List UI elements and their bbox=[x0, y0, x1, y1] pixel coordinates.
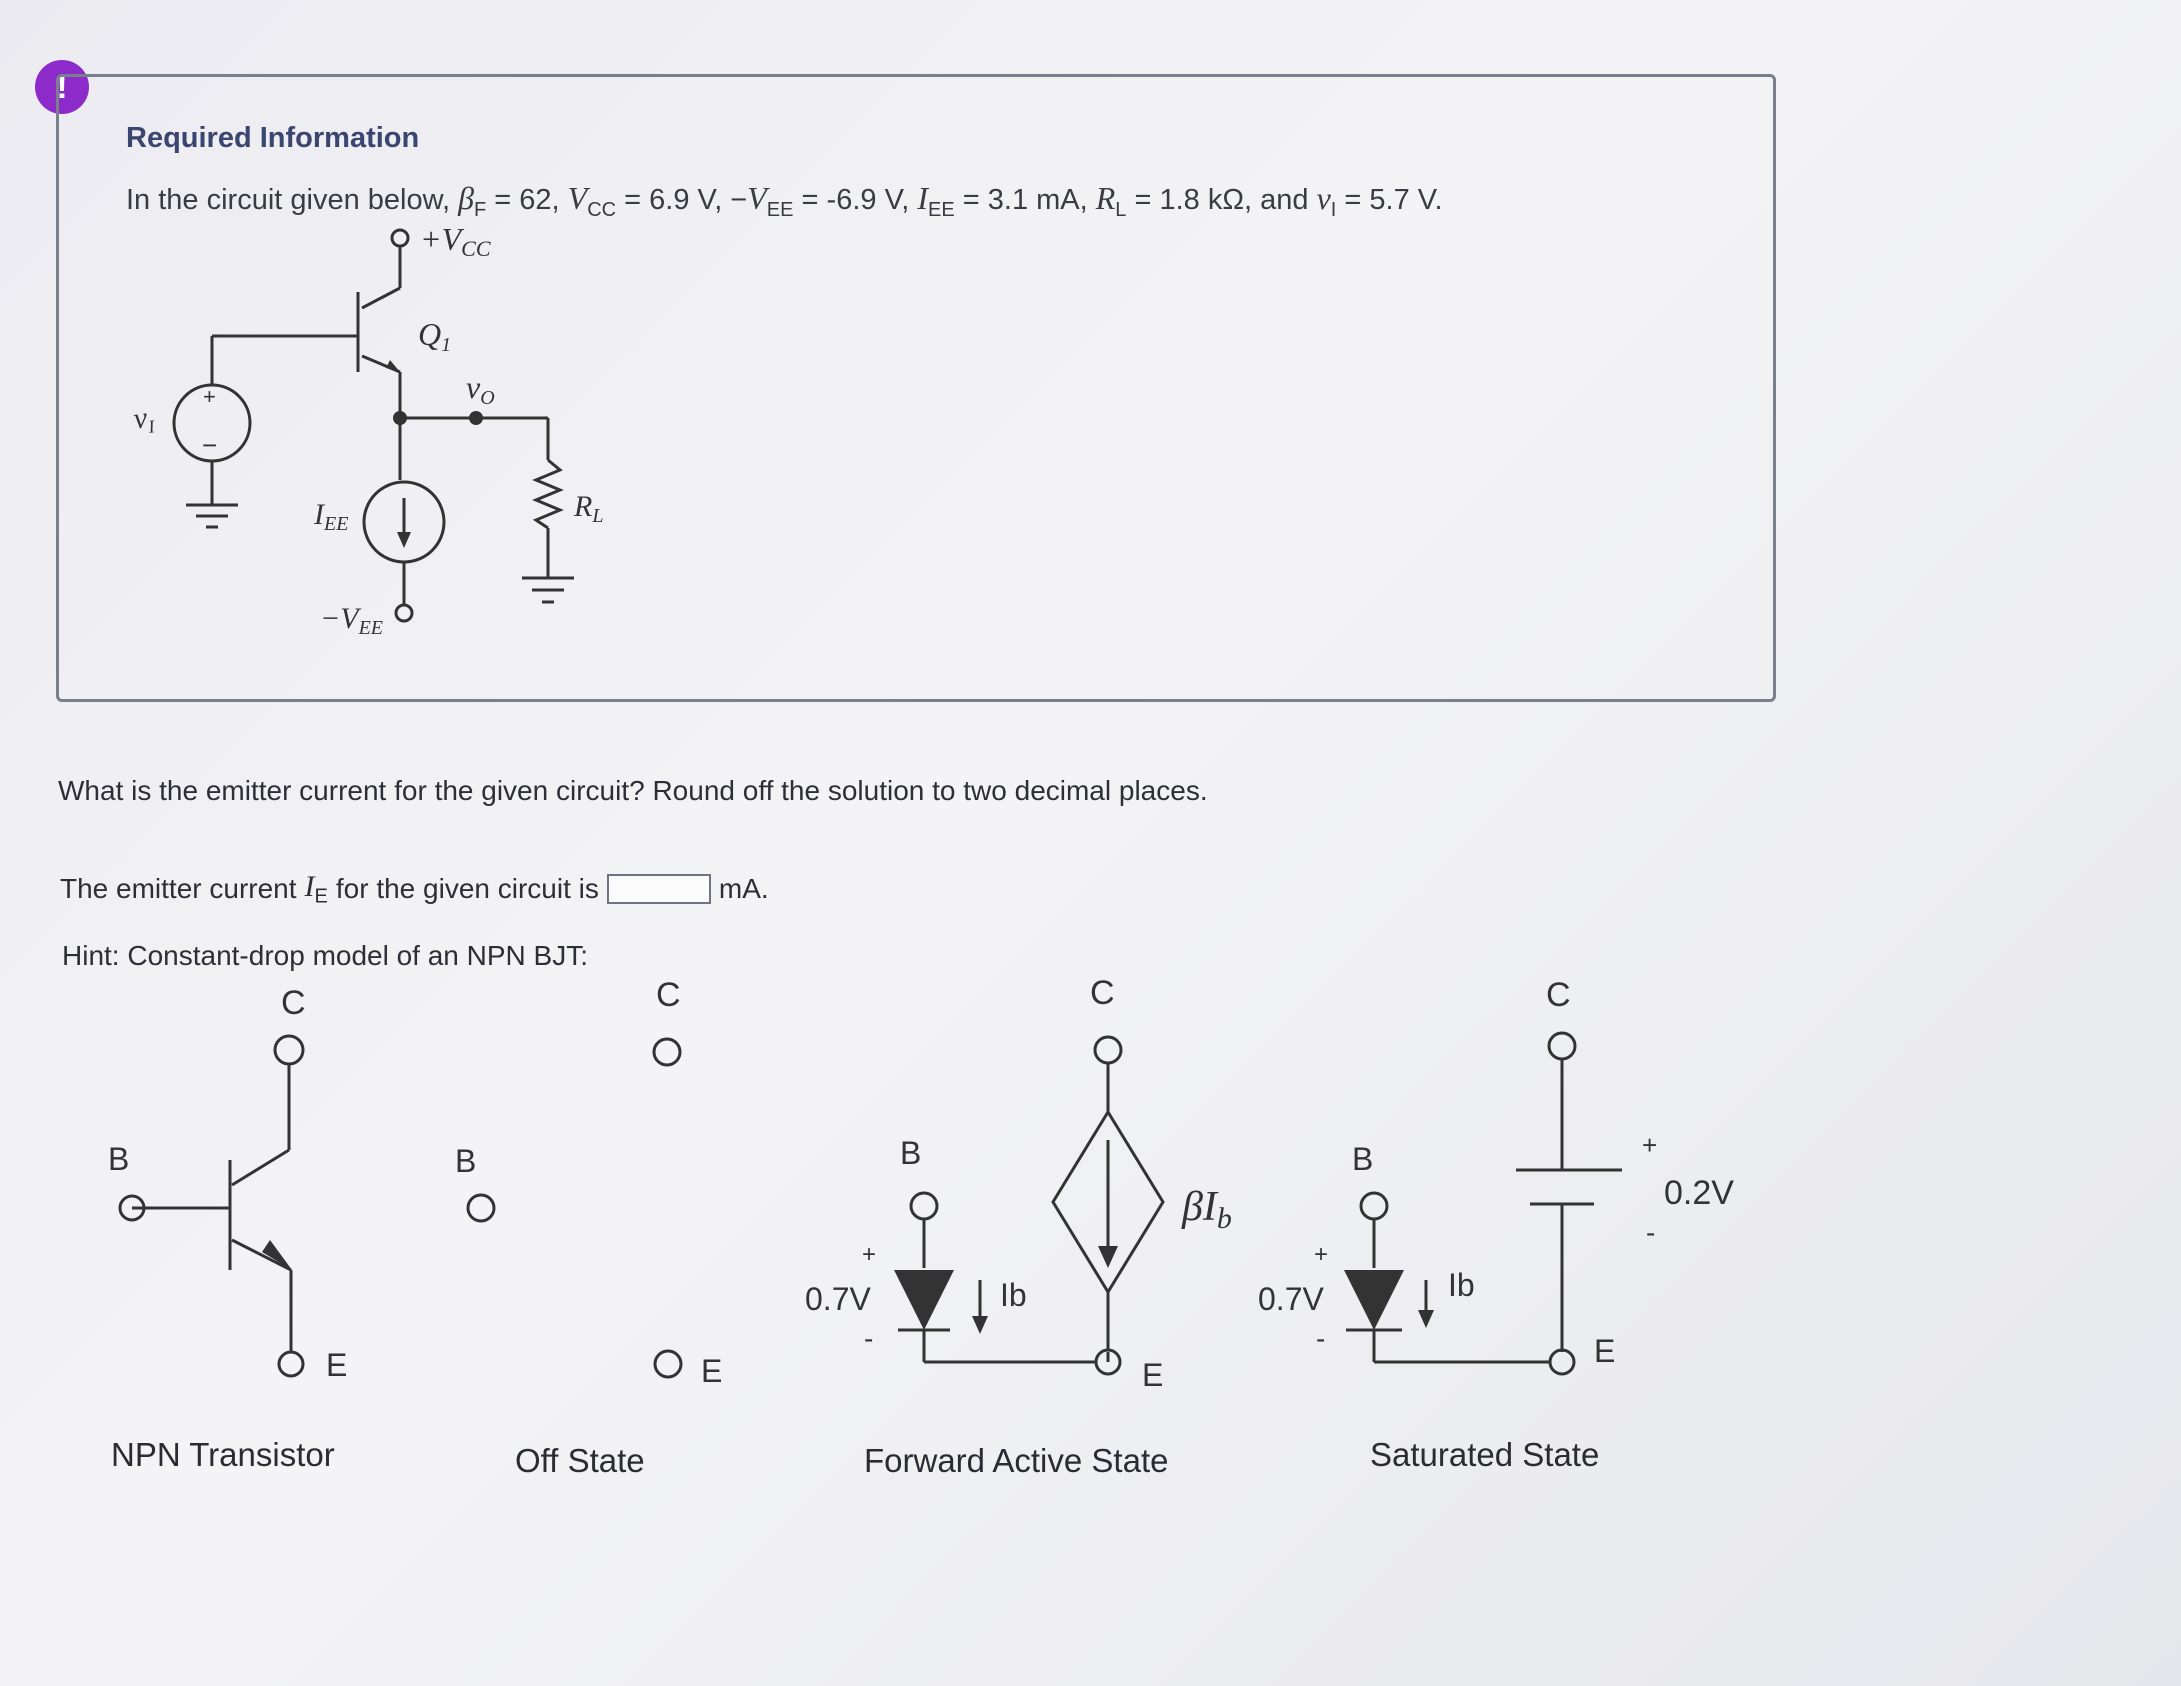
svg-text:E: E bbox=[1142, 1357, 1163, 1393]
svg-text:0.7V: 0.7V bbox=[805, 1281, 871, 1317]
answer-unit: mA. bbox=[718, 873, 769, 905]
svg-text:B: B bbox=[1352, 1141, 1373, 1177]
svg-text:Ib: Ib bbox=[1000, 1277, 1027, 1313]
svg-text:C: C bbox=[1546, 976, 1571, 1014]
svg-text:+: + bbox=[862, 1241, 876, 1268]
svg-text:vI: vI bbox=[132, 400, 157, 438]
svg-text:E: E bbox=[701, 1353, 722, 1389]
question-text: What is the emitter current for the give… bbox=[58, 775, 1208, 806]
svg-text:B: B bbox=[455, 1143, 476, 1179]
svg-text:B: B bbox=[900, 1135, 921, 1171]
required-info-title: Required Information bbox=[126, 122, 420, 154]
svg-text:+: + bbox=[1314, 1241, 1328, 1268]
npn-transistor-label: NPN Transistor bbox=[111, 1436, 335, 1473]
off-state-label: Off State bbox=[515, 1442, 645, 1479]
answer-line: The emitter current IE for the given cir… bbox=[60, 870, 769, 908]
svg-text:+VCC: +VCC bbox=[420, 221, 491, 261]
alert-badge: ! bbox=[35, 60, 89, 114]
svg-text:−VEE: −VEE bbox=[320, 602, 383, 639]
svg-text:E: E bbox=[326, 1347, 347, 1383]
svg-text:-: - bbox=[864, 1323, 873, 1354]
svg-text:vO: vO bbox=[466, 369, 495, 409]
svg-text:E: E bbox=[1594, 1333, 1615, 1369]
emitter-current-input[interactable] bbox=[606, 874, 711, 905]
svg-text:C: C bbox=[281, 984, 306, 1022]
given-values-text: In the circuit given below, βF = 62, VCC… bbox=[126, 180, 1443, 221]
svg-text:B: B bbox=[108, 1141, 129, 1177]
svg-text:Ib: Ib bbox=[1448, 1267, 1475, 1303]
svg-text:C: C bbox=[656, 976, 681, 1014]
saturated-state-label: Saturated State bbox=[1370, 1436, 1600, 1473]
hint-text: Hint: Constant-drop model of an NPN BJT: bbox=[62, 940, 589, 971]
svg-text:-: - bbox=[1316, 1323, 1325, 1354]
svg-text:+: + bbox=[203, 384, 216, 409]
svg-text:Q1: Q1 bbox=[418, 316, 451, 356]
svg-text:IEE: IEE bbox=[313, 498, 348, 535]
exclamation-icon: ! bbox=[56, 67, 68, 106]
svg-text:βIb: βIb bbox=[1181, 1184, 1232, 1235]
svg-text:RL: RL bbox=[573, 490, 603, 527]
svg-text:C: C bbox=[1090, 974, 1115, 1012]
forward-active-state-label: Forward Active State bbox=[864, 1442, 1169, 1479]
svg-text:0.2V: 0.2V bbox=[1664, 1174, 1734, 1212]
svg-text:0.7V: 0.7V bbox=[1258, 1281, 1324, 1317]
svg-text:-: - bbox=[1646, 1217, 1655, 1248]
svg-text:+: + bbox=[1642, 1130, 1657, 1160]
svg-text:−: − bbox=[202, 430, 217, 460]
required-info-panel bbox=[56, 74, 1776, 702]
